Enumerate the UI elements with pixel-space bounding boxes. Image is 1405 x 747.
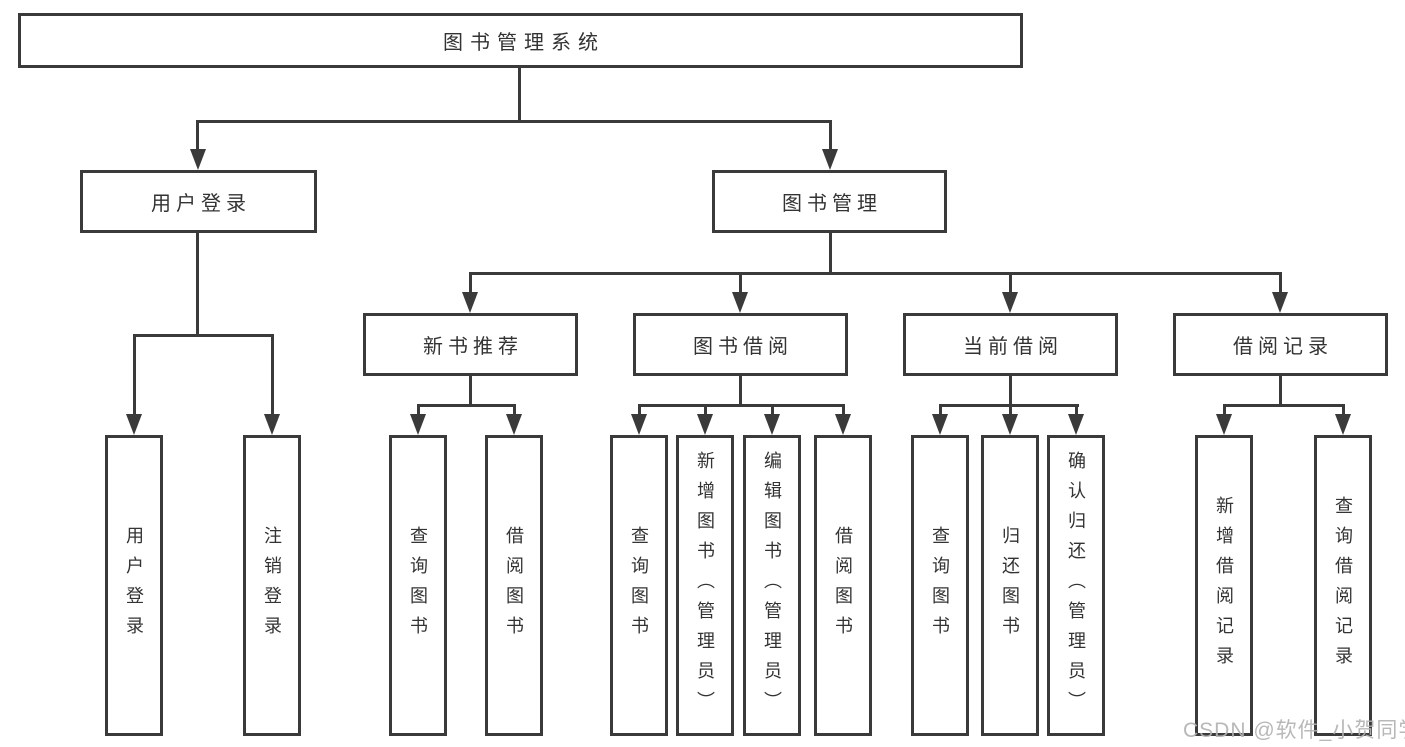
connector-group1-stem	[739, 376, 742, 406]
arrow-down-icon	[410, 414, 426, 435]
arrow-down-icon	[126, 414, 142, 435]
group-node-label: 新书推荐	[423, 336, 523, 358]
connector-group3-stem	[1279, 376, 1282, 406]
connector-drop-book-management	[829, 120, 832, 151]
connector-group0-stem	[469, 376, 472, 406]
arrow-down-icon	[264, 414, 280, 435]
connector-user-login-rail	[133, 334, 274, 337]
leaf-node-label: 借阅图书	[504, 525, 524, 646]
arrow-down-icon	[631, 414, 647, 435]
leaf-node-label: 归还图书	[1000, 525, 1020, 646]
connector-root-stem	[518, 68, 521, 122]
leaf-node-borrow-books-recommend: 借阅图书	[485, 435, 543, 736]
arrow-down-icon	[1068, 414, 1084, 435]
leaf-node-label: 用户登录	[124, 525, 144, 646]
group-node-label: 图书借阅	[693, 336, 793, 358]
root-node-library-system: 图书管理系统	[18, 13, 1023, 68]
connector-drop-leaf	[1009, 404, 1012, 416]
arrow-down-icon	[1216, 414, 1232, 435]
connector-drop-leaf	[704, 404, 707, 416]
arrow-down-icon	[190, 149, 206, 170]
leaf-node-query-books-borrow: 查询图书	[610, 435, 668, 736]
arrow-down-icon	[462, 292, 478, 313]
leaf-node-borrow-books: 借阅图书	[814, 435, 872, 736]
csdn-watermark: CSDN @软件_小贺同学	[1183, 719, 1405, 742]
branch-node-book-management: 图书管理	[712, 170, 947, 233]
connector-drop-leaf	[1342, 404, 1345, 416]
connector-drop-leaf	[1075, 404, 1078, 416]
connector-book-mgmt-stem	[829, 233, 832, 274]
group-node-new-book-recommend: 新书推荐	[363, 313, 578, 376]
connector-drop-leaf	[638, 404, 641, 416]
arrow-down-icon	[1002, 292, 1018, 313]
leaf-node-label: 查询借阅记录	[1333, 495, 1353, 676]
arrow-down-icon	[1002, 414, 1018, 435]
connector-group2-stem	[1009, 376, 1012, 406]
arrow-down-icon	[932, 414, 948, 435]
connector-book-mgmt-rail	[469, 272, 1282, 275]
leaf-node-add-books-admin: 新增图书（管理员）	[676, 435, 734, 736]
root-node-label: 图书管理系统	[443, 32, 605, 54]
branch-node-label: 图书管理	[782, 193, 882, 215]
arrow-down-icon	[764, 414, 780, 435]
group-node-label: 当前借阅	[963, 336, 1063, 358]
connector-drop-leaf	[771, 404, 774, 416]
leaf-node-return-books: 归还图书	[981, 435, 1039, 736]
connector-drop-logout-leaf	[271, 334, 274, 415]
leaf-node-label: 新增图书（管理员）	[695, 450, 715, 721]
leaf-node-query-borrow-record: 查询借阅记录	[1314, 435, 1372, 736]
leaf-node-label: 确认归还（管理员）	[1066, 450, 1086, 721]
arrow-down-icon	[732, 292, 748, 313]
leaf-node-logout: 注销登录	[243, 435, 301, 736]
leaf-node-add-borrow-record: 新增借阅记录	[1195, 435, 1253, 736]
leaf-node-label: 查询图书	[930, 525, 950, 646]
group-node-label: 借阅记录	[1233, 336, 1333, 358]
leaf-node-user-login: 用户登录	[105, 435, 163, 736]
branch-node-label: 用户登录	[151, 193, 251, 215]
leaf-node-label: 注销登录	[262, 525, 282, 646]
connector-drop-leaf	[842, 404, 845, 416]
leaf-node-label: 查询图书	[408, 525, 428, 646]
connector-drop-leaf	[513, 404, 516, 416]
leaf-node-query-books-current: 查询图书	[911, 435, 969, 736]
connector-drop-leaf	[417, 404, 420, 416]
leaf-node-label: 新增借阅记录	[1214, 495, 1234, 676]
branch-node-user-login: 用户登录	[80, 170, 317, 233]
connector-drop-group-2	[1009, 272, 1012, 294]
connector-drop-group-0	[469, 272, 472, 294]
connector-level2-rail	[196, 120, 832, 123]
connector-drop-login-leaf	[133, 334, 136, 415]
leaf-node-label: 查询图书	[629, 525, 649, 646]
group-node-book-borrow: 图书借阅	[633, 313, 848, 376]
connector-drop-user-login	[196, 120, 199, 151]
connector-drop-leaf	[1223, 404, 1226, 416]
connector-user-login-stem	[196, 233, 199, 336]
arrow-down-icon	[1272, 292, 1288, 313]
leaf-node-label: 编辑图书（管理员）	[762, 450, 782, 721]
group-node-borrow-records: 借阅记录	[1173, 313, 1388, 376]
arrow-down-icon	[835, 414, 851, 435]
connector-group3-rail	[1223, 404, 1345, 407]
group-node-current-borrow: 当前借阅	[903, 313, 1118, 376]
leaf-node-query-books-recommend: 查询图书	[389, 435, 447, 736]
arrow-down-icon	[697, 414, 713, 435]
leaf-node-edit-books-admin: 编辑图书（管理员）	[743, 435, 801, 736]
connector-group0-rail	[417, 404, 516, 407]
leaf-node-confirm-return-admin: 确认归还（管理员）	[1047, 435, 1105, 736]
connector-drop-group-1	[739, 272, 742, 294]
connector-drop-group-3	[1279, 272, 1282, 294]
arrow-down-icon	[506, 414, 522, 435]
leaf-node-label: 借阅图书	[833, 525, 853, 646]
connector-drop-leaf	[939, 404, 942, 416]
arrow-down-icon	[1335, 414, 1351, 435]
connector-group1-rail	[638, 404, 845, 407]
arrow-down-icon	[822, 149, 838, 170]
